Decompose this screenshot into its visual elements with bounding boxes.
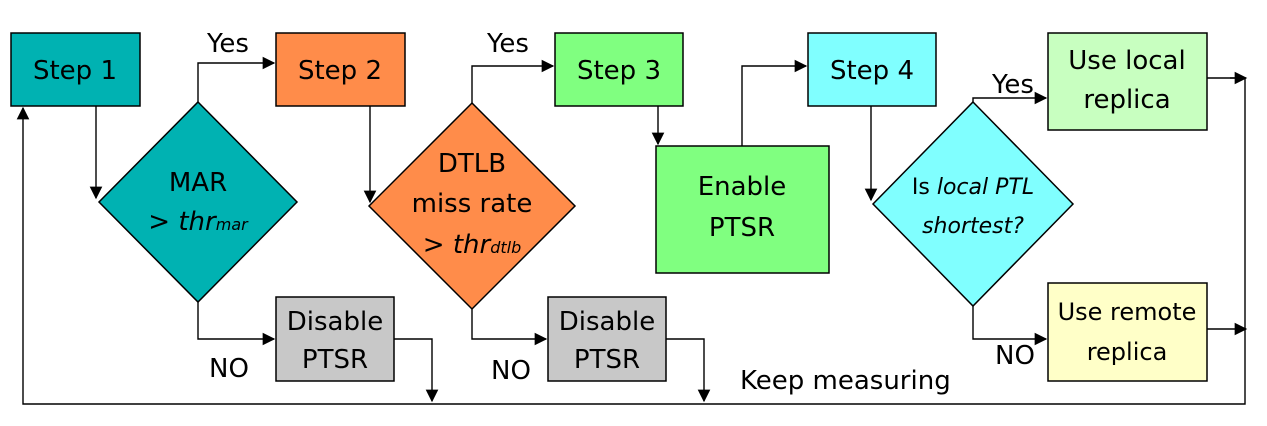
step4-label: Step 4 [830,56,914,86]
local-label-line1: Use local [1068,46,1185,76]
connector-ptl-yes-to-local [972,91,1048,105]
no-label-mar: NO [209,354,249,384]
yes-label-dtlb: Yes [486,29,529,59]
dtlb-label-line2: miss rate [412,189,533,219]
disable1-label-line2: PTSR [302,345,368,375]
disable-ptsr-box-1 [275,296,395,382]
step1-label: Step 1 [33,56,117,86]
remote-label-line2: replica [1087,338,1168,366]
connector-disable2-to-loop [666,338,711,403]
step1-box [10,32,141,107]
mar-decision-diamond [97,100,299,304]
mar-gt: > [148,207,178,237]
mar-label-line2: > thrmar [148,207,249,237]
yes-label-ptl: Yes [991,70,1034,100]
mar-label-line1: MAR [169,168,227,198]
ptl-decision-diamond [871,100,1075,308]
step4-box [807,32,937,107]
disable2-label-line2: PTSR [574,345,640,375]
mar-sub: mar [216,215,249,234]
step3-box [554,32,684,107]
remote-label-line1: Use remote [1058,298,1197,326]
feedback-loop-connector [16,78,1246,405]
keep-measuring-label: Keep measuring [740,366,951,396]
enable-ptsr-box [655,145,830,274]
connector-mar-yes-to-step2 [197,56,276,102]
connector-ptl-no-to-remote [972,306,1048,346]
connector-mar-no-to-disable1 [197,302,276,346]
connector-dtlb-no-to-disable2 [471,309,548,346]
enable-label-line1: Enable [698,172,787,202]
step2-box [275,32,406,107]
disable-ptsr-box-2 [547,296,667,382]
ptl-local: local PTL [937,175,1034,200]
enable-label-line2: PTSR [709,213,775,243]
ptl-label-line2: shortest? [922,214,1024,239]
dtlb-sub: dtlb [490,238,521,257]
step2-label: Step 2 [298,56,382,86]
local-label-line2: replica [1083,85,1170,115]
yes-label-mar: Yes [206,29,249,59]
use-local-replica-box [1047,32,1208,131]
dtlb-label-line3: > thrdtlb [423,230,521,260]
ptl-is: Is [912,175,937,200]
disable2-label-line1: Disable [559,307,655,337]
mar-thr: thr [178,207,218,237]
dtlb-label-line1: DTLB [438,149,506,179]
no-label-ptl: NO [995,341,1035,371]
dtlb-gt: > [423,230,453,260]
connector-enable-to-step4 [741,59,808,146]
disable1-label-line1: Disable [287,307,383,337]
ptl-label-line1: Is local PTL [912,175,1034,200]
no-label-dtlb: NO [491,356,531,386]
use-remote-replica-box [1047,282,1208,382]
connector-disable1-to-loop [394,338,439,403]
step3-label: Step 3 [577,56,661,86]
connector-dtlb-yes-to-step3 [471,59,555,103]
dtlb-thr: thr [453,230,493,260]
